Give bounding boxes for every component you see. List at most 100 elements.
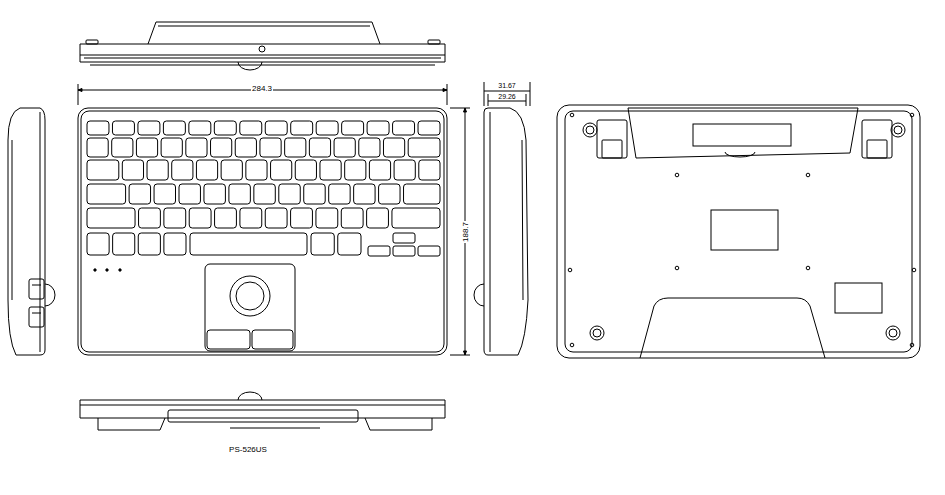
key <box>279 184 300 204</box>
key <box>214 121 236 135</box>
key <box>221 160 242 180</box>
screw <box>910 343 914 347</box>
key <box>379 184 400 204</box>
dimension-line <box>484 91 530 92</box>
extension-line <box>530 82 531 106</box>
key <box>334 138 355 157</box>
back-hinge-detail <box>602 140 622 158</box>
key <box>113 233 135 255</box>
mouse-button <box>207 330 250 349</box>
key <box>246 160 267 180</box>
key <box>345 160 366 180</box>
key <box>311 233 334 255</box>
extension-line <box>450 355 470 356</box>
key <box>392 208 440 228</box>
back-stand <box>640 298 825 358</box>
key <box>196 160 217 180</box>
dimension-arrow <box>464 108 467 112</box>
key <box>393 121 415 135</box>
key <box>369 160 390 180</box>
back-hinge-detail <box>867 140 887 158</box>
key <box>316 121 338 135</box>
arrow-key <box>418 246 440 256</box>
key <box>240 208 262 228</box>
rubber-foot <box>590 326 604 340</box>
key <box>265 208 287 228</box>
key <box>164 233 186 255</box>
dimension-arrow <box>78 89 82 92</box>
key <box>354 184 375 204</box>
left-side-body <box>8 108 45 355</box>
bottom-edge-detail <box>80 405 445 406</box>
key <box>235 138 256 157</box>
key <box>154 184 175 204</box>
back-hinge <box>862 120 892 158</box>
screw <box>806 173 810 177</box>
arrow-key <box>368 246 390 256</box>
dimension-arrow <box>443 89 447 92</box>
extension-line <box>78 84 79 105</box>
key <box>87 121 109 135</box>
key <box>271 160 292 180</box>
back-body <box>557 105 920 358</box>
key <box>87 184 126 204</box>
key <box>186 138 207 157</box>
screw <box>910 113 914 117</box>
key <box>304 184 325 204</box>
key <box>179 184 200 204</box>
keyboard-body <box>78 108 447 355</box>
key <box>136 138 157 157</box>
key <box>291 121 313 135</box>
key <box>341 208 363 228</box>
back-detail <box>725 152 755 157</box>
bottom-edge-stand <box>168 410 358 422</box>
key <box>129 184 150 204</box>
trackball-pad <box>205 264 295 351</box>
key <box>87 138 108 157</box>
rubber-foot-inner <box>586 126 594 134</box>
key <box>338 233 361 255</box>
key <box>316 208 338 228</box>
top-edge-screw <box>259 46 265 52</box>
rubber-foot <box>891 123 905 137</box>
key <box>418 121 440 135</box>
key <box>295 160 316 180</box>
bottom-edge-body <box>80 400 445 418</box>
key <box>139 208 161 228</box>
key <box>285 138 306 157</box>
key <box>215 208 237 228</box>
right-side-detail <box>490 112 491 352</box>
extension-line <box>450 108 470 109</box>
back-hinge-cover <box>628 108 858 158</box>
indicator-led <box>119 269 121 271</box>
rubber-foot <box>583 123 597 137</box>
dimension-label: 284.3 <box>251 85 273 93</box>
back-label-slot <box>693 124 791 146</box>
key <box>163 121 185 135</box>
top-edge-hinge-cover <box>148 22 380 44</box>
key <box>87 233 109 255</box>
trackball-bump <box>45 284 55 306</box>
key <box>359 138 380 157</box>
key <box>254 184 275 204</box>
key <box>229 184 250 204</box>
key <box>404 184 440 204</box>
key <box>265 121 287 135</box>
key <box>329 184 350 204</box>
model-label: PS-526US <box>228 446 268 454</box>
usb-port-tongue <box>32 313 41 314</box>
bottom-edge-foot <box>98 418 165 430</box>
dimension-line <box>488 101 526 102</box>
trackball <box>236 282 264 310</box>
bottom-edge-detail <box>230 428 320 429</box>
key <box>383 138 404 157</box>
dimension-arrow <box>464 351 467 355</box>
key <box>291 208 313 228</box>
arrow-key <box>393 246 415 256</box>
left-side-detail <box>12 140 13 300</box>
key <box>189 121 211 135</box>
back-inner <box>565 111 912 352</box>
key <box>320 160 341 180</box>
key <box>172 160 193 180</box>
